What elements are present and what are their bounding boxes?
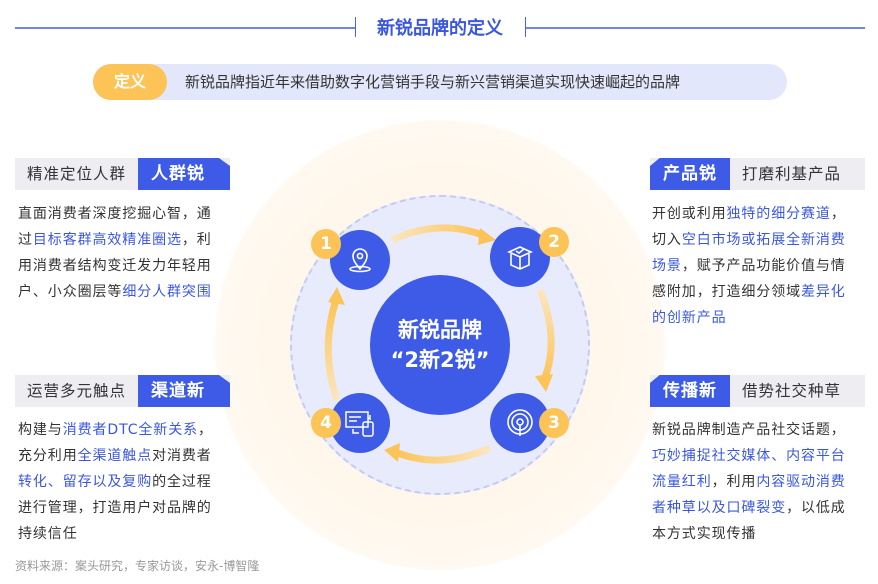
title-rule-right <box>526 27 865 29</box>
panel-title: 人群锐 <box>138 158 230 190</box>
title-bar-left <box>355 17 356 37</box>
panel-subtitle: 借势社交种草 <box>742 382 842 400</box>
highlight-text: 者种草以及口碑裂变 <box>652 500 787 516</box>
body-line: 户、小众圈层等细分人群突围 <box>18 279 212 305</box>
highlight-text: 目标客群高效精准圈选 <box>32 232 182 248</box>
location-pin-icon <box>349 248 371 273</box>
body-text: 持续信任 <box>18 526 78 542</box>
highlight-text: 的创新产品 <box>652 310 727 326</box>
node-2-badge: 2 <box>539 227 569 257</box>
arrow-head-2-3 <box>535 374 553 392</box>
highlight-text: 空白市场或拓展全新消费 <box>681 232 846 248</box>
body-line: 的创新产品 <box>652 305 846 331</box>
arrow-head-3-4 <box>384 443 400 462</box>
body-line: 巧妙捕捉社交媒体、内容平台 <box>652 443 846 469</box>
body-line: 感附加，打造细分领域差异化 <box>652 279 846 305</box>
panel-body-channel: 构建与消费者DTC全新关系，充分利用全渠道触点对消费者转化、留存以及复购的全过程… <box>18 417 213 547</box>
body-text: ，利 <box>181 232 212 248</box>
panel-label-people: 精准定位人群 人群锐 <box>15 158 230 190</box>
body-text: 户、小众圈层等 <box>18 284 123 300</box>
body-line: 充分利用全渠道触点对消费者 <box>18 443 213 469</box>
body-line: 直面消费者深度挖掘心智，通 <box>18 201 212 227</box>
body-line: 场景，赋予产品功能价值与情 <box>652 253 846 279</box>
body-line: 转化、留存以及复购的全过程 <box>18 469 213 495</box>
highlight-text: 独特的细分赛道 <box>726 206 831 222</box>
body-line: 者种草以及口碑裂变，以低成 <box>652 495 846 521</box>
body-text: 感附加，打造细分领域 <box>652 284 801 300</box>
page-title: 新锐品牌的定义 <box>377 18 503 39</box>
panel-subtitle: 运营多元触点 <box>27 382 127 400</box>
title-bar-right <box>525 17 526 37</box>
panel-body-people: 直面消费者深度挖掘心智，通过目标客群高效精准圈选，利用消费者结构变迁发力年轻用户… <box>18 201 212 305</box>
panel-label-channel: 运营多元触点 渠道新 <box>15 375 230 407</box>
body-line: 过目标客群高效精准圈选，利 <box>18 227 212 253</box>
node-3 <box>490 393 550 453</box>
panel-label-product: 产品锐 打磨利基产品 <box>650 158 865 190</box>
highlight-text: 差异化 <box>801 284 846 300</box>
arrow-1-2 <box>390 224 487 244</box>
highlight-text: 场景 <box>652 258 682 274</box>
body-line: 流量红利，利用内容驱动消费 <box>652 469 846 495</box>
arrow-head-4-1 <box>328 287 345 305</box>
body-line: 新锐品牌制造产品社交话题， <box>652 417 846 443</box>
panel-title: 产品锐 <box>650 158 730 190</box>
body-text: ，以低成 <box>786 500 846 516</box>
body-text: 构建与 <box>18 422 63 438</box>
body-text: 对消费者 <box>152 448 212 464</box>
body-text: 开创或利用 <box>652 206 727 222</box>
arrow-4-1 <box>324 298 341 402</box>
devices-sync-icon <box>345 411 374 437</box>
node-3-badge: 3 <box>539 408 569 438</box>
node-4-badge: 4 <box>311 408 341 438</box>
body-text: ， <box>830 206 846 222</box>
panel-subtitle: 精准定位人群 <box>27 165 127 183</box>
body-text: ，赋予产品功能价值与情 <box>681 258 846 274</box>
panel-label-communication: 传播新 借势社交种草 <box>650 375 865 407</box>
center-subtitle: “2新2锐” <box>390 348 490 372</box>
highlight-text: 内容驱动消费 <box>756 474 846 490</box>
highlight-text: 转化、留存以及复购 <box>18 474 153 490</box>
body-line: 用消费者结构变迁发力年轻用 <box>18 253 212 279</box>
panel-subtitle: 打磨利基产品 <box>742 165 842 183</box>
body-text: 直面消费者深度挖掘心智，通 <box>18 206 212 222</box>
body-text: 新锐品牌制造产品社交话题， <box>652 422 846 438</box>
highlight-text: 流量红利 <box>652 474 712 490</box>
body-line: 持续信任 <box>18 521 213 547</box>
body-text: 充分利用 <box>18 448 78 464</box>
box-check-icon <box>507 246 533 270</box>
panel-title: 渠道新 <box>138 375 230 407</box>
highlight-text: 细分人群突围 <box>122 284 212 300</box>
center-circle: 新锐品牌 “2新2锐” <box>370 275 510 415</box>
node-1-badge: 1 <box>311 229 341 259</box>
center-title: 新锐品牌 <box>398 318 482 342</box>
body-text: 的全过程 <box>152 474 212 490</box>
panel-body-product: 开创或利用独特的细分赛道，切入空白市场或拓展全新消费场景，赋予产品功能价值与情感… <box>652 201 846 331</box>
signal-broadcast-icon <box>507 409 533 436</box>
body-line: 本方式实现传播 <box>652 521 846 547</box>
body-line: 开创或利用独特的细分赛道， <box>652 201 846 227</box>
arrow-head-1-2 <box>478 228 496 245</box>
body-text: 本方式实现传播 <box>652 526 757 542</box>
highlight-text: 巧妙捕捉社交媒体、内容平台 <box>652 448 846 464</box>
body-text: 进行管理，打造用户对品牌的 <box>18 500 212 516</box>
body-line: 切入空白市场或拓展全新消费 <box>652 227 846 253</box>
body-line: 构建与消费者DTC全新关系， <box>18 417 213 443</box>
body-text: ，利用 <box>711 474 757 490</box>
body-text: 过 <box>18 232 33 248</box>
highlight-text: 消费者DTC全新关系 <box>62 422 198 438</box>
definition-text: 新锐品牌指近年来借助数字化营销手段与新兴营销渠道实现快速崛起的品牌 <box>185 73 681 91</box>
body-text: 切入 <box>652 232 682 248</box>
definition-tag: 定义 <box>93 64 167 100</box>
definition-banner: 定义 新锐品牌指近年来借助数字化营销手段与新兴营销渠道实现快速崛起的品牌 <box>93 64 787 100</box>
highlight-text: 全渠道触点 <box>77 448 153 464</box>
title-rule-left <box>15 27 355 29</box>
panel-body-communication: 新锐品牌制造产品社交话题，巧妙捕捉社交媒体、内容平台流量红利，利用内容驱动消费者… <box>652 417 846 547</box>
arrow-3-4 <box>393 444 492 464</box>
panel-title: 传播新 <box>650 375 730 407</box>
source-note: 资料来源：案头研究，专家访谈，安永-博智隆 <box>15 559 260 573</box>
body-text: 用消费者结构变迁发力年轻用 <box>18 258 212 274</box>
body-line: 进行管理，打造用户对品牌的 <box>18 495 213 521</box>
body-text: ， <box>198 422 213 438</box>
arrow-2-3 <box>536 288 555 382</box>
